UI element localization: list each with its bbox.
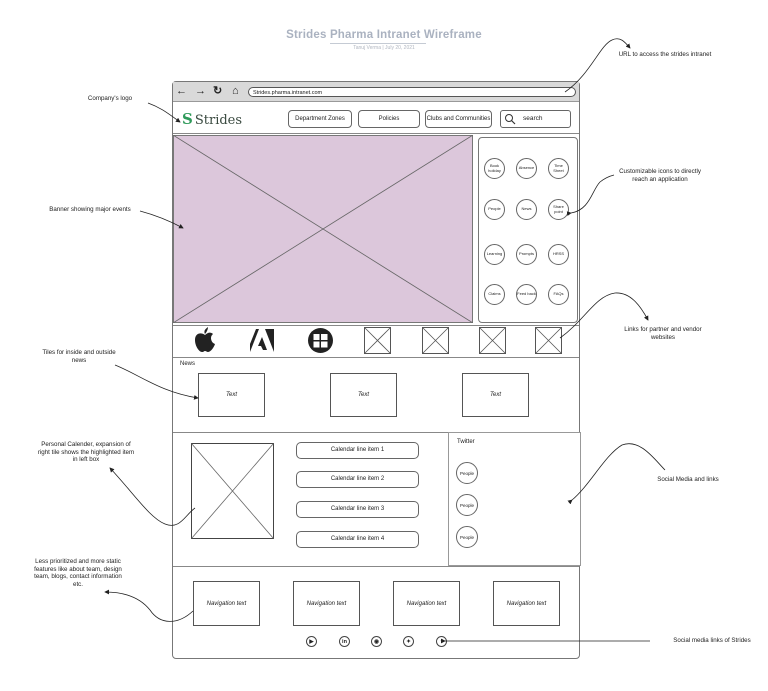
app-icon-learning[interactable]: Learning [484, 244, 505, 265]
annotation-social-links: Social media links of Strides [673, 637, 751, 644]
footer-nav-3[interactable]: Navigation text [393, 581, 460, 626]
diagram-subtitle: Tanuj Verma | July 20, 2021 [353, 45, 415, 51]
search-placeholder: search [523, 115, 543, 122]
app-icon-claims[interactable]: Claims [484, 284, 505, 305]
back-icon[interactable]: ← [176, 85, 187, 97]
nav-clubs-and-communities[interactable]: Clubs and Communities [425, 110, 492, 128]
refresh-icon[interactable]: ↻ [213, 85, 223, 97]
annotation-banner: Banner showing major events [49, 206, 131, 213]
app-icon-news[interactable]: News [516, 199, 537, 220]
nav-policies[interactable]: Policies [358, 110, 420, 128]
tiles-annotation-arrow [114, 364, 199, 400]
app-icon-book-holiday[interactable]: Book holiday [484, 158, 505, 179]
news-label: News [180, 361, 196, 367]
calendar-line-item-4[interactable]: Calendar line item 4 [296, 531, 419, 548]
social-media-annotation-arrow [567, 443, 666, 505]
footer-nav-2[interactable]: Navigation text [293, 581, 360, 626]
calendar-annotation-arrow [109, 467, 196, 526]
forward-icon[interactable]: → [195, 85, 206, 97]
partner-placeholder-2[interactable] [422, 327, 449, 354]
icons-annotation-arrow [566, 174, 615, 216]
youtube-icon[interactable]: ▶ [306, 636, 317, 647]
windows-logo-icon[interactable] [307, 327, 334, 354]
annotation-calendar: Personal Calender, expansion of right ti… [37, 441, 135, 463]
diagram-title: Strides Pharma Intranet Wireframe [286, 29, 482, 41]
static-features-annotation-arrow [104, 589, 194, 622]
annotation-logo: Company's logo [87, 95, 133, 102]
app-icon-absence[interactable]: Absence [516, 158, 537, 179]
apple-logo-icon[interactable] [193, 327, 217, 354]
app-icon-faqs[interactable]: FAQs [548, 284, 569, 305]
banner-annotation-arrow [139, 210, 184, 229]
app-icon-time-sheet[interactable]: Time Sheet [548, 158, 569, 179]
home-icon[interactable]: ⌂ [232, 85, 239, 97]
annotation-url: URL to access the strides intranet [618, 51, 712, 58]
url-bar[interactable]: Strides.pharma.intranet.com [248, 87, 576, 97]
footer-nav-1[interactable]: Navigation text [193, 581, 260, 626]
instagram-icon[interactable]: ◉ [371, 636, 382, 647]
partner-placeholder-4[interactable] [535, 327, 562, 354]
calendar-line-item-3[interactable]: Calendar line item 3 [296, 501, 419, 518]
calendar-line-item-1[interactable]: Calendar line item 1 [296, 442, 419, 459]
partners-top-divider [173, 325, 579, 326]
search-input[interactable]: search [500, 110, 571, 128]
twitter-people-1[interactable]: People [456, 462, 478, 484]
twitter-icon[interactable]: ✦ [403, 636, 414, 647]
calendar-bottom-divider [173, 566, 579, 567]
logo-annotation-arrow [147, 102, 181, 123]
twitter-people-2[interactable]: People [456, 494, 478, 516]
partner-placeholder-1[interactable] [364, 327, 391, 354]
annotation-icons: Customizable icons to directly reach an … [619, 168, 701, 183]
nav-department-zones[interactable]: Department Zones [288, 110, 352, 128]
annotation-tiles: Tiles for inside and outside news [42, 349, 116, 364]
app-icon-prompts[interactable]: Prompts [516, 244, 537, 265]
calendar-detail-placeholder[interactable] [191, 443, 274, 539]
partners-annotation-arrow [559, 292, 649, 339]
annotation-social-media: Social Media and links [657, 476, 719, 483]
adobe-logo-icon[interactable] [248, 328, 276, 353]
logo-text: Strides [194, 113, 243, 128]
banner-placeholder-cross [173, 135, 473, 323]
news-tile-1[interactable]: Text [198, 373, 265, 417]
partner-placeholder-3[interactable] [479, 327, 506, 354]
twitter-label: Twitter [457, 439, 475, 445]
partners-bottom-divider [173, 357, 579, 358]
annotation-static-features: Less prioritized and more static feature… [34, 558, 122, 588]
app-icon-feedback[interactable]: Feed back [516, 284, 537, 305]
footer-nav-4[interactable]: Navigation text [493, 581, 560, 626]
twitter-people-3[interactable]: People [456, 526, 478, 548]
news-tile-3[interactable]: Text [462, 373, 529, 417]
linkedin-icon[interactable]: in [339, 636, 350, 647]
annotation-partners: Links for partner and vendor websites [624, 326, 702, 341]
app-icon-share-point[interactable]: Share point [548, 199, 569, 220]
search-icon [505, 114, 516, 125]
app-icon-people[interactable]: People [484, 199, 505, 220]
calendar-line-item-2[interactable]: Calendar line item 2 [296, 471, 419, 488]
title-divider [330, 43, 426, 44]
app-shortcuts-panel [478, 137, 578, 323]
news-bottom-divider [173, 432, 579, 433]
url-annotation-arrow [564, 38, 631, 93]
app-icon-hrss[interactable]: HRSS [548, 244, 569, 265]
strides-logo-icon: S [182, 110, 193, 128]
news-tile-2[interactable]: Text [330, 373, 397, 417]
header-divider [173, 133, 579, 134]
